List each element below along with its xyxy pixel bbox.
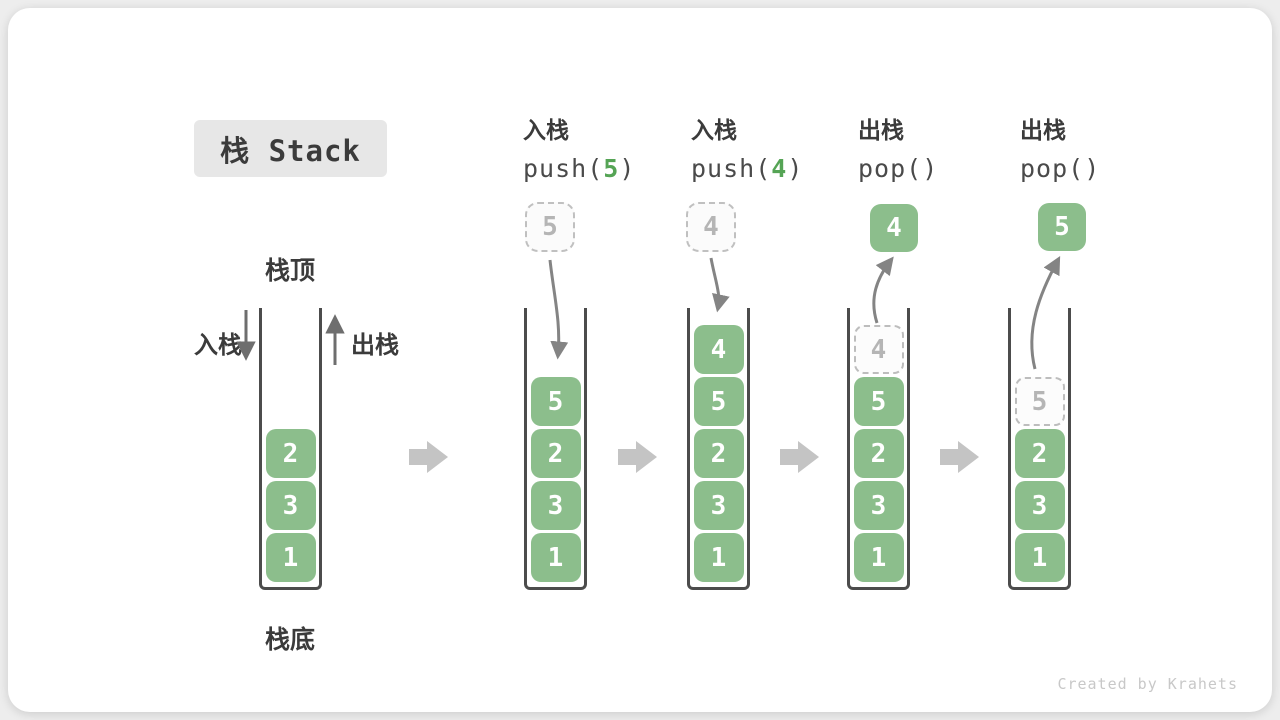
push-arrow-into-stack3: [709, 257, 730, 313]
stack-element: 2: [265, 429, 316, 478]
op-header-pop-2: 出栈 pop(): [1020, 111, 1100, 183]
transition-arrow-3: [780, 441, 819, 473]
stack-element: 3: [693, 481, 744, 530]
stack-well-5: 5 2 3 1: [1008, 308, 1071, 590]
page-title: 栈 Stack: [220, 133, 361, 168]
label-stack-bottom: 栈底: [265, 626, 316, 654]
stack-element: 1: [853, 533, 904, 582]
stack-element: 3: [530, 481, 581, 530]
stack-element: 4: [693, 325, 744, 374]
op-header-push-4: 入栈 push(4): [691, 111, 803, 183]
transition-arrow-1: [409, 441, 448, 473]
stack-ghost-slot: 5: [1014, 377, 1065, 426]
stack-element: 1: [265, 533, 316, 582]
diagram-card: 栈 Stack 入栈 push(5) 入栈 push(4) 出栈 pop() 出…: [8, 8, 1272, 712]
code-arg: 5: [603, 154, 620, 183]
stack-element: 2: [693, 429, 744, 478]
stack-element: 3: [853, 481, 904, 530]
op-code: pop(): [1020, 154, 1100, 183]
stack-element: 1: [530, 533, 581, 582]
label-stack-top: 栈顶: [265, 257, 316, 285]
stack-element: 3: [265, 481, 316, 530]
stack-element: 2: [853, 429, 904, 478]
label-pop-side: 出栈: [351, 332, 399, 359]
label-push-side: 入栈: [194, 332, 242, 359]
watermark: Created by Krahets: [1057, 675, 1238, 693]
incoming-value-box: 4: [686, 202, 736, 252]
op-name: 出栈: [858, 117, 904, 143]
code-post: ): [619, 154, 636, 183]
stack-well-4: 4 5 2 3 1: [847, 308, 910, 590]
stack-element: 2: [530, 429, 581, 478]
op-header-pop-1: 出栈 pop(): [858, 111, 938, 183]
title-badge: 栈 Stack: [194, 120, 387, 177]
op-name: 出栈: [1020, 117, 1066, 143]
transition-arrow-2: [618, 441, 657, 473]
code-pre: push(: [691, 154, 772, 183]
code-post: ): [922, 154, 939, 183]
op-code: push(5): [523, 154, 635, 183]
code-post: ): [1084, 154, 1101, 183]
code-pre: pop(: [1020, 154, 1085, 183]
stack-element: 1: [1014, 533, 1065, 582]
stack-well-2: 5 2 3 1: [524, 308, 587, 590]
stack-element: 2: [1014, 429, 1065, 478]
popped-value-box: 5: [1038, 203, 1086, 251]
stack-element: 5: [853, 377, 904, 426]
stack-well-3: 4 5 2 3 1: [687, 308, 750, 590]
code-arg: 4: [771, 154, 788, 183]
stack-element: 3: [1014, 481, 1065, 530]
op-code: pop(): [858, 154, 938, 183]
op-name: 入栈: [691, 117, 737, 143]
code-pre: push(: [523, 154, 604, 183]
code-pre: pop(: [858, 154, 923, 183]
op-header-push-5: 入栈 push(5): [523, 111, 635, 183]
transition-arrow-4: [940, 441, 979, 473]
stack-element: 1: [693, 533, 744, 582]
code-post: ): [787, 154, 804, 183]
popped-value-box: 4: [870, 204, 918, 252]
op-name: 入栈: [523, 117, 569, 143]
stack-well-1: 2 3 1: [259, 308, 322, 590]
op-code: push(4): [691, 154, 803, 183]
incoming-value-box: 5: [525, 202, 575, 252]
stack-element: 5: [530, 377, 581, 426]
stack-ghost-slot: 4: [853, 325, 904, 374]
stack-element: 5: [693, 377, 744, 426]
